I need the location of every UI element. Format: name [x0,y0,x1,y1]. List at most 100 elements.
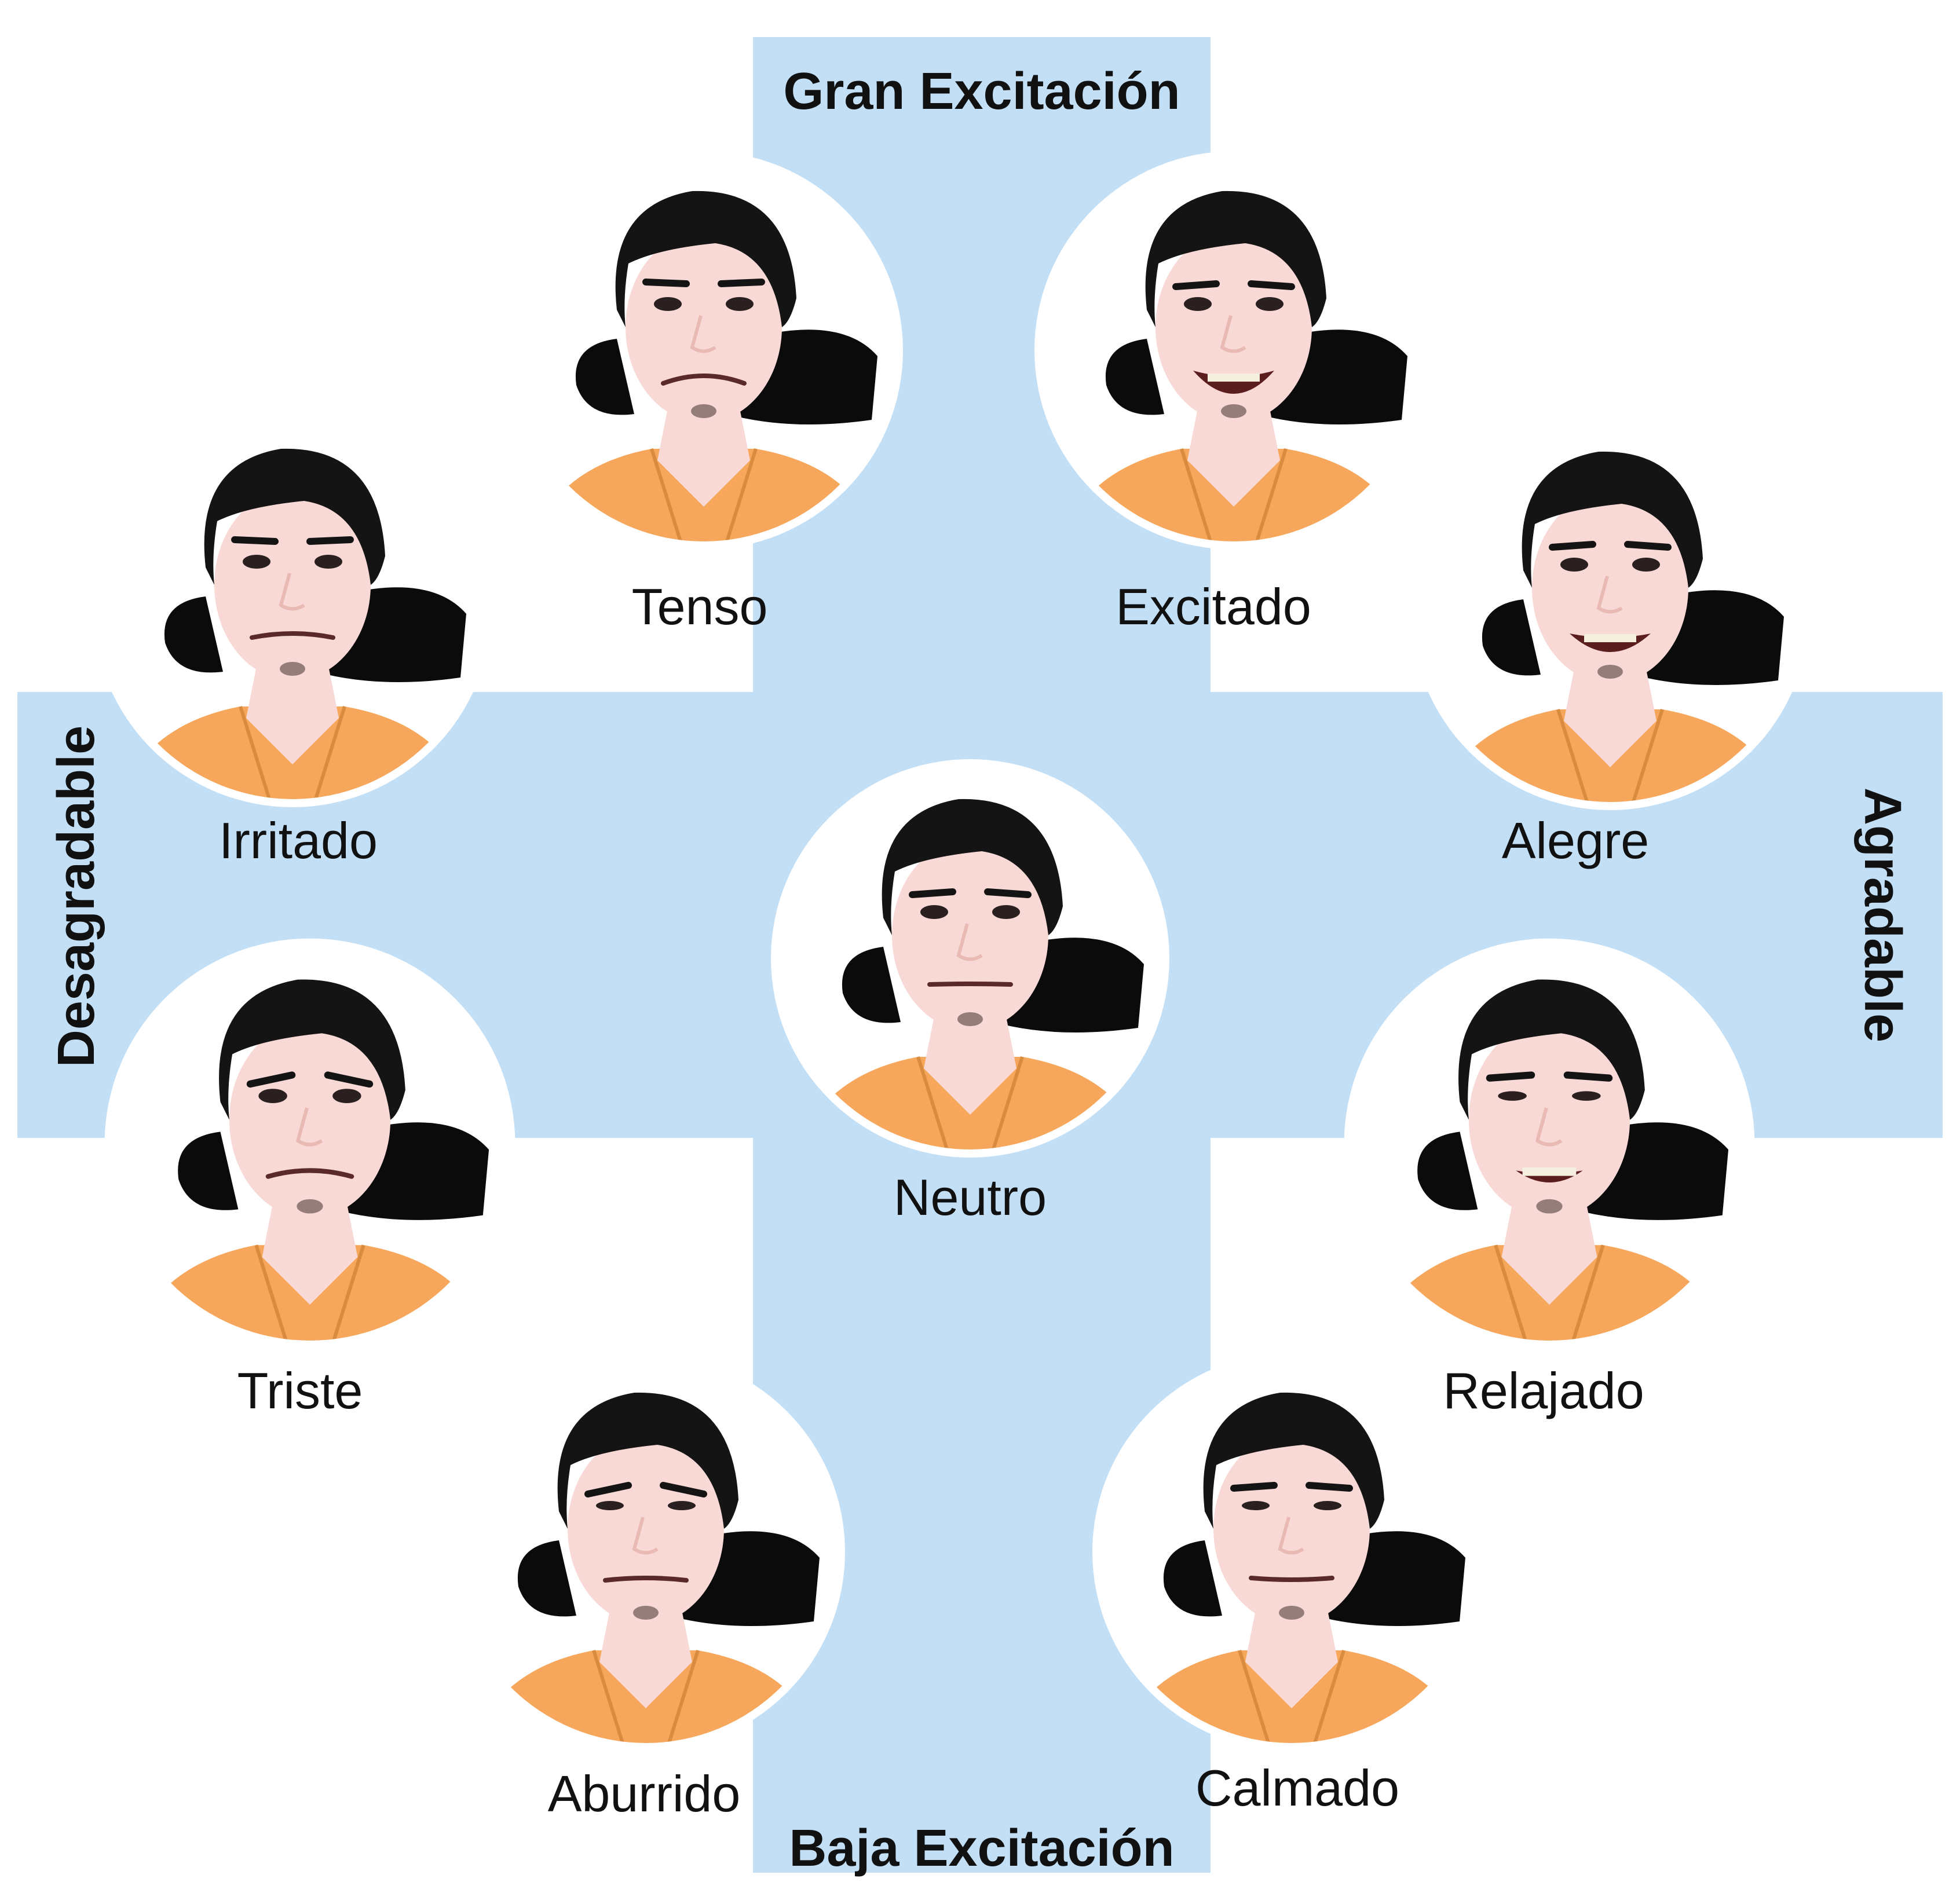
mouth-calmado [1249,1576,1334,1582]
hair-triste [219,979,405,1120]
emotion-face-triste: Triste [104,938,515,1419]
left-eye-aburrido [596,1501,624,1510]
hair-neutro [882,799,1063,935]
face-photo-relajado [1352,947,1746,1341]
nose-tenso [690,315,716,353]
right-eye-alegre [1632,558,1660,572]
nose-calmado [1278,1517,1304,1555]
emotion-label-calmado: Calmado [1195,1759,1399,1817]
face-photo-triste [113,947,507,1341]
left-eye-tenso [654,297,682,311]
eyebrows-excitado [1172,280,1295,290]
right-eye-relajado [1572,1091,1601,1101]
emotion-face-neutro: Neutro [771,759,1169,1226]
emotion-face-tenso: Tenso [504,151,903,635]
right-eye-irritado [315,555,342,569]
nose-alegre [1596,576,1623,614]
neck-irritado [246,660,339,764]
face-photo-alegre [1419,420,1801,802]
nose-aburrido [632,1517,659,1555]
chair-side-tenso [575,339,634,415]
chair-side-alegre [1482,599,1541,676]
collar-excitado [1180,448,1288,541]
emotion-face-irritado: Irritado [93,409,492,869]
face-skin-alegre [1532,492,1688,683]
hair-calmado [1203,1392,1384,1529]
chin-shadow-irritado [280,662,305,676]
collar-relajado [1494,1244,1605,1341]
emotion-label-excitado: Excitado [1116,578,1311,635]
face-photo-irritado [101,417,484,799]
left-eye-calmado [1242,1501,1270,1510]
left-eye-triste [258,1089,287,1103]
neck-calmado [1245,1604,1338,1708]
emotion-label-relajado: Relajado [1443,1362,1644,1419]
chair-side-irritado [164,596,223,673]
eyebrows-relajado [1486,1071,1613,1082]
right-eye-excitado [1256,297,1283,311]
neck-tenso [657,402,750,507]
hair-alegre [1522,451,1703,588]
hair-aburrido [557,1392,738,1529]
mouth-triste [265,1168,354,1179]
face-skin-aburrido [568,1433,724,1624]
chin-shadow-calmado [1279,1606,1304,1620]
chair-side-triste [178,1132,239,1210]
emotion-face-calmado: Calmado [1092,1353,1491,1817]
hair-tenso [615,191,796,327]
chin-shadow-alegre [1597,665,1623,679]
chin-shadow-tenso [691,404,716,418]
chair-side-aburrido [517,1540,576,1617]
axis-label-low-arousal: Baja Excitación [789,1819,1174,1877]
mouth-tenso [661,374,747,386]
eyebrows-irritado [231,536,354,545]
teeth-relajado [1522,1167,1577,1176]
axis-label-unpleasant: Desagradable [47,726,105,1067]
axis-label-pleasant: Agradable [1853,788,1911,1042]
emotion-label-irritado: Irritado [219,812,378,869]
nose-neutro [956,923,983,961]
neck-aburrido [599,1604,692,1708]
neck-triste [262,1197,358,1305]
chin-shadow-neutro [957,1012,983,1026]
chin-shadow-triste [297,1199,323,1214]
right-eye-tenso [726,297,754,311]
face-photo-tenso [513,159,895,541]
chin-shadow-aburrido [633,1606,659,1620]
eyebrows-tenso [642,279,765,287]
emotion-face-aburrido: Aburrido [447,1353,845,1822]
emotion-label-triste: Triste [237,1362,363,1419]
emotion-face-relajado: Relajado [1344,938,1755,1419]
face-skin-relajado [1468,1021,1630,1218]
eyebrows-neutro [909,888,1032,898]
eyebrows-alegre [1549,541,1672,551]
face-skin-triste [229,1021,391,1218]
chin-shadow-relajado [1536,1199,1563,1214]
left-eye-relajado [1498,1091,1527,1101]
chair-side-calmado [1163,1540,1222,1617]
face-photo-calmado [1100,1361,1483,1743]
nose-triste [295,1107,323,1147]
right-eye-calmado [1314,1501,1341,1510]
collar-tenso [650,448,758,541]
face-skin-excitado [1155,232,1312,423]
mouth-aburrido [603,1576,689,1583]
nose-excitado [1220,315,1246,353]
chair-side-relajado [1417,1132,1478,1210]
collar-neutro [916,1056,1024,1149]
hair-relajado [1458,979,1645,1120]
right-eye-neutro [992,905,1020,919]
collar-triste [254,1244,365,1341]
chair-side-excitado [1105,339,1164,415]
neck-excitado [1187,402,1280,507]
right-eye-triste [332,1089,361,1103]
nose-irritado [279,573,305,611]
eyebrows-calmado [1230,1482,1353,1492]
chin-shadow-excitado [1221,404,1246,418]
collar-irritado [239,706,346,799]
left-eye-irritado [243,555,270,569]
neck-relajado [1501,1197,1597,1305]
collar-calmado [1238,1650,1345,1743]
